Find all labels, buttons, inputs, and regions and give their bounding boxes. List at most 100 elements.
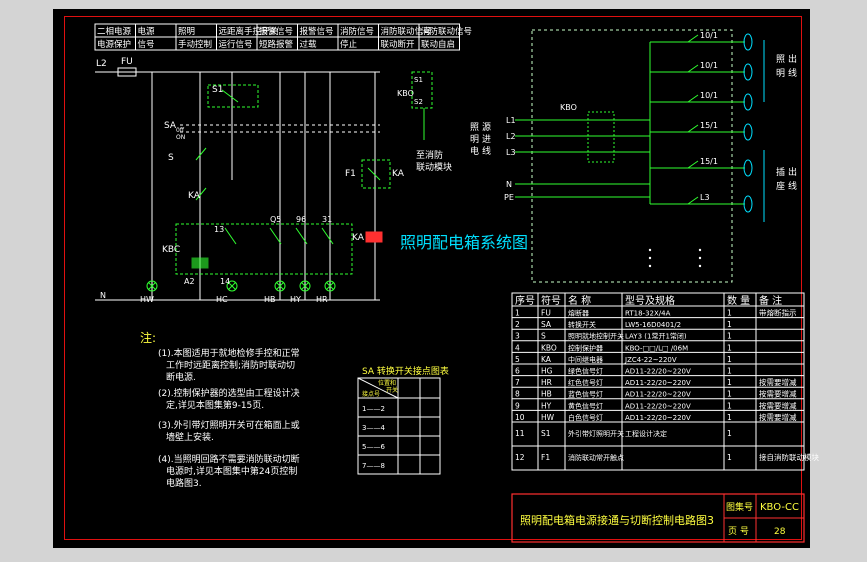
label-HR: HR: [316, 295, 328, 304]
switch-rating: 10/1: [700, 61, 718, 70]
label-A2: A2: [184, 277, 195, 286]
light-in-char: 照: [470, 122, 479, 133]
parts-cell: SA: [541, 320, 552, 329]
socket-out-char: 出: [788, 166, 797, 178]
sa-contact-table: SA 转换开关接点图表 位置和 开关 接点号 1——23——45——67——81…: [357, 365, 449, 475]
parts-cell: 黄色信号灯: [568, 401, 603, 410]
parts-header: 序号: [515, 294, 535, 307]
sa-row: 5——6: [362, 443, 385, 451]
label-L2-main: L2: [506, 132, 516, 141]
parts-cell: 按需要增减: [759, 400, 797, 410]
parts-cell: 1: [727, 453, 732, 462]
sa-table-title: SA 转换开关接点图表: [362, 365, 449, 377]
header-cell-bottom: 信号: [138, 39, 155, 50]
parts-header: 名 称: [568, 294, 591, 307]
label-N: N: [100, 291, 106, 300]
header-cell-top: 报警信号: [259, 26, 293, 37]
parts-cell: 接自消防联动模块: [759, 452, 819, 462]
parts-cell: 蓝色信号灯: [568, 390, 603, 399]
label-sa-off: 0ff: [176, 127, 185, 134]
light-in-char: 进: [482, 134, 491, 145]
header-cell-top: 远距离手控开关: [219, 26, 279, 37]
light-in-char: 源: [482, 122, 491, 133]
sa-row: 7——8: [362, 462, 385, 470]
note-line: 墙壁上安装.: [166, 431, 214, 443]
label-HC: HC: [216, 295, 228, 304]
label-14: 14: [220, 277, 230, 286]
parts-cell: KBO: [541, 343, 557, 352]
label-FU: FU: [121, 57, 133, 67]
parts-header: 符号: [541, 294, 561, 307]
parts-cell: 1: [727, 378, 732, 387]
header-cell-top: 二相电源: [97, 26, 132, 37]
diagram-title: 照明配电箱系统图: [400, 233, 528, 252]
switch-rating: 15/1: [700, 121, 718, 130]
header-cell-bottom: 手动控制: [178, 39, 212, 50]
header-cell-top: 消防联动信号: [381, 26, 432, 37]
parts-cell: 绿色信号灯: [568, 367, 603, 376]
parts-cell: 熔断器: [568, 309, 589, 318]
parts-cell: 工程设计决定: [625, 429, 667, 438]
light-out-char: 出: [788, 53, 797, 65]
atlas-label: 图集号: [726, 501, 753, 513]
parts-cell: AD11-22/20~220V: [625, 368, 691, 376]
header-cell-bottom: 停止: [340, 39, 358, 50]
label-KA: KA: [188, 191, 201, 201]
parts-cell: 5: [515, 355, 520, 364]
parts-cell: 10: [515, 413, 525, 422]
parts-cell: JZC4-22~220V: [624, 356, 677, 364]
parts-cell: 1: [727, 332, 732, 341]
note-line: (4).当照明回路不需要消防联动切断: [158, 453, 300, 465]
title-block: 照明配电箱电源接通与切断控制电路图3 图集号 KBO-CC 页 号 28: [511, 493, 805, 543]
label-N-main: N: [506, 180, 512, 189]
header-cell-top: 照明: [178, 27, 195, 37]
parts-cell: 7: [515, 378, 520, 387]
parts-cell: LAY3 (1常开1常闭): [625, 332, 687, 341]
label-13: 13: [214, 225, 224, 234]
parts-cell: AD11-22/20~220V: [625, 391, 691, 399]
page-value: 28: [774, 527, 786, 537]
light-in-char: 明: [470, 134, 479, 145]
note-line: 断电源.: [166, 371, 196, 383]
sa-header-a: 位置和: [378, 379, 396, 387]
label-S2-contact: S2: [414, 98, 423, 106]
light-out-char: 线: [788, 67, 797, 79]
switch-rating: 10/1: [700, 31, 718, 40]
parts-cell: 1: [727, 390, 732, 399]
parts-cell: 1: [727, 367, 732, 376]
parts-cell: AD11-22/20~220V: [625, 379, 691, 387]
parts-header: 数 量: [727, 294, 750, 307]
parts-cell: 转换开关: [568, 320, 596, 329]
note-line: 定,详见本图集第9-15页.: [166, 399, 264, 411]
parts-cell: 按需要增减: [759, 389, 797, 399]
note-line: 工作时远距离控制;消防时联动切: [166, 359, 295, 371]
note-line: (2).控制保护器的选型由工程设计决: [158, 387, 300, 399]
header-cell-bottom: 电源保护: [97, 39, 131, 50]
parts-cell: 1: [727, 355, 732, 364]
switch-rating: L3: [700, 193, 710, 202]
label-KBC: KBC: [162, 245, 180, 255]
parts-cell: 9: [515, 401, 520, 410]
parts-cell: 白色信号灯: [568, 413, 603, 422]
parts-cell: 外引带灯照明开关: [568, 429, 624, 438]
sa-header-b: 开关: [386, 386, 398, 394]
label-KBO-left: KBO: [397, 89, 414, 98]
parts-cell: S1: [541, 429, 551, 438]
label-Q5: Q5: [270, 215, 281, 224]
header-cell-bottom: 短路报警: [259, 39, 294, 50]
label-31: 31: [322, 215, 332, 224]
label-96: 96: [296, 215, 306, 224]
switch-rating: 15/1: [700, 157, 718, 166]
label-HW: HW: [140, 295, 154, 304]
header-cell-bottom: 联动自启: [421, 39, 455, 50]
atlas-value: KBO-CC: [760, 502, 799, 513]
note-line: (3).外引带灯照明开关可在箱面上或: [158, 419, 300, 431]
parts-cell: 2: [515, 320, 520, 329]
notes-block: 注: (1).本图适用于就地检修手控和正常工作时远距离控制;消防时联动切断电源.…: [140, 330, 300, 489]
distribution-box: [515, 29, 765, 283]
parts-header: 型号及规格: [625, 294, 675, 307]
parts-cell: 3: [515, 332, 520, 341]
socket-out-char: 座: [776, 180, 785, 192]
